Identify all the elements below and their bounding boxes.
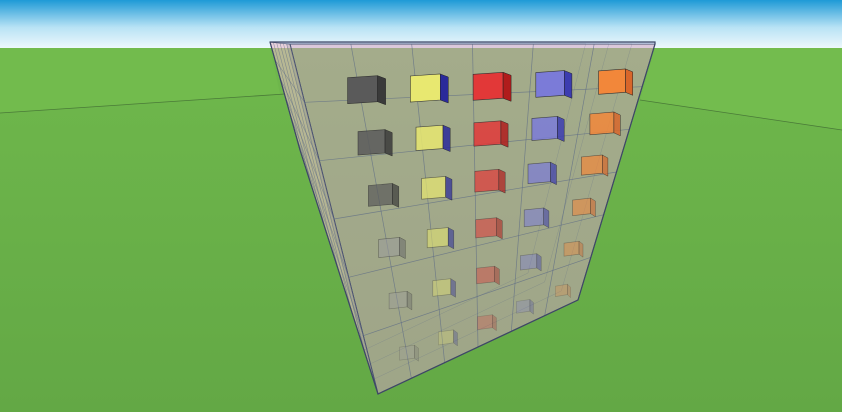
- block-face: [400, 345, 415, 360]
- block-face: [532, 116, 558, 140]
- block-face: [581, 155, 602, 175]
- block-face: [473, 72, 503, 100]
- block-side: [451, 279, 456, 298]
- block-side: [392, 184, 398, 208]
- block-side: [579, 241, 583, 257]
- block-side: [557, 116, 564, 141]
- block-side: [492, 315, 496, 331]
- block-side: [537, 254, 541, 271]
- block-face: [410, 74, 440, 102]
- block-face: [573, 198, 591, 216]
- block-face: [520, 254, 537, 270]
- block-face: [433, 279, 451, 297]
- block-face: [516, 300, 530, 314]
- block-face: [477, 315, 492, 330]
- block-face: [422, 176, 446, 199]
- block-face: [476, 218, 497, 238]
- block-face: [599, 69, 626, 94]
- block-side: [378, 76, 386, 105]
- block-face: [427, 228, 448, 248]
- block-side: [499, 169, 505, 193]
- block-face: [379, 237, 400, 257]
- block-side: [407, 291, 412, 310]
- block-side: [551, 162, 557, 185]
- block-side: [497, 218, 503, 239]
- block-face: [528, 162, 551, 184]
- block-face: [368, 184, 392, 207]
- block-face: [477, 266, 495, 284]
- block-face: [358, 130, 385, 155]
- block-face: [416, 125, 443, 150]
- block-face: [439, 330, 454, 345]
- block-face: [564, 241, 579, 256]
- block-side: [614, 112, 620, 136]
- block-side: [454, 330, 458, 346]
- block-face: [524, 208, 544, 227]
- block-side: [602, 155, 608, 176]
- block-side: [385, 130, 392, 156]
- block-side: [503, 72, 511, 101]
- block-side: [495, 266, 500, 285]
- block-side: [440, 74, 448, 103]
- block-side: [400, 237, 406, 258]
- block-side: [446, 176, 452, 200]
- block-face: [348, 76, 378, 104]
- block-side: [564, 71, 572, 99]
- block-face: [475, 169, 499, 192]
- block-side: [544, 208, 549, 228]
- block-side: [415, 345, 419, 361]
- block-side: [626, 69, 633, 95]
- block-side: [501, 121, 508, 147]
- block-face: [474, 121, 501, 146]
- block-side: [448, 228, 454, 249]
- block-side: [591, 198, 596, 217]
- block-face: [555, 284, 567, 296]
- block-side: [443, 125, 450, 151]
- block-face: [536, 71, 565, 98]
- block-face: [389, 291, 407, 309]
- block-face: [590, 112, 614, 135]
